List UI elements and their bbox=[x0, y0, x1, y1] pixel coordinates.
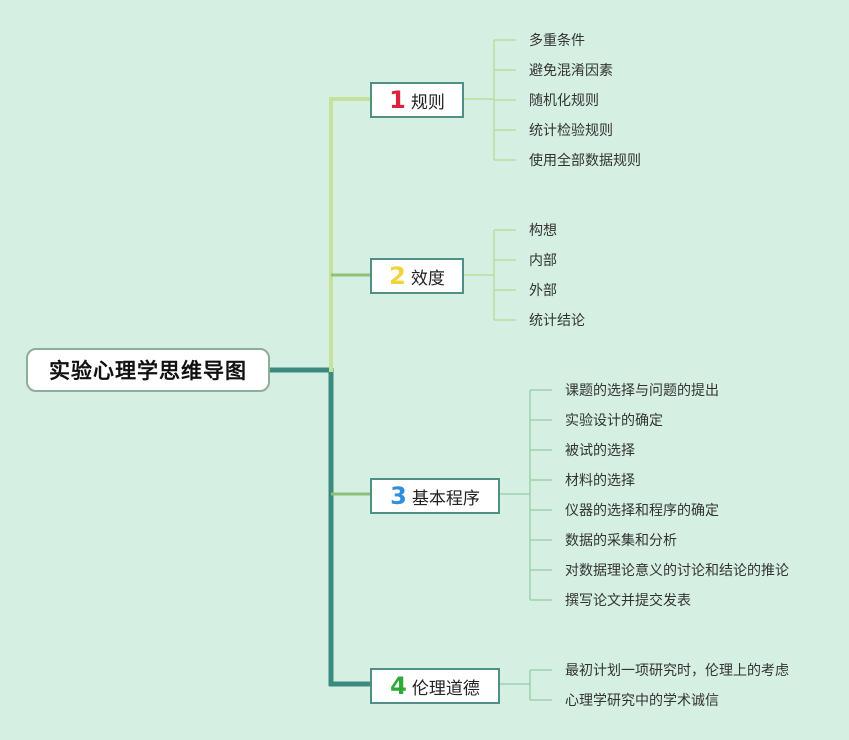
branch-number-2: 2 bbox=[389, 262, 406, 290]
root-node[interactable]: 实验心理学思维导图 bbox=[26, 348, 270, 392]
branch-number-3: 3 bbox=[390, 482, 407, 510]
branch-node-rules[interactable]: 1 规则 bbox=[370, 82, 464, 118]
leaf-node[interactable]: 被试的选择 bbox=[565, 443, 635, 459]
leaf-node[interactable]: 使用全部数据规则 bbox=[529, 153, 641, 169]
leaf-node[interactable]: 内部 bbox=[529, 253, 557, 269]
leaf-node[interactable]: 随机化规则 bbox=[529, 93, 599, 109]
branch-label: 规则 bbox=[410, 92, 445, 113]
leaf-node[interactable]: 构想 bbox=[529, 223, 557, 239]
leaf-node[interactable]: 避免混淆因素 bbox=[529, 63, 613, 79]
leaf-node[interactable]: 课题的选择与问题的提出 bbox=[565, 383, 719, 399]
leaf-node[interactable]: 撰写论文并提交发表 bbox=[565, 593, 691, 609]
leaf-node[interactable]: 数据的采集和分析 bbox=[565, 533, 677, 549]
branch-label: 基本程序 bbox=[411, 488, 480, 509]
leaf-node[interactable]: 对数据理论意义的讨论和结论的推论 bbox=[565, 563, 789, 579]
leaf-node[interactable]: 心理学研究中的学术诚信 bbox=[565, 693, 719, 709]
leaf-node[interactable]: 实验设计的确定 bbox=[565, 413, 663, 429]
leaf-node[interactable]: 仪器的选择和程序的确定 bbox=[565, 503, 719, 519]
branch-label: 效度 bbox=[410, 268, 445, 289]
branch-node-validity[interactable]: 2 效度 bbox=[370, 258, 464, 294]
branch-node-basic-procedure[interactable]: 3 基本程序 bbox=[370, 478, 500, 514]
branch-label: 伦理道德 bbox=[411, 678, 480, 699]
branch-node-ethics[interactable]: 4 伦理道德 bbox=[370, 668, 500, 704]
leaf-node[interactable]: 最初计划一项研究时，伦理上的考虑 bbox=[565, 663, 789, 679]
branch-number-1: 1 bbox=[389, 86, 406, 114]
leaf-node[interactable]: 外部 bbox=[529, 283, 557, 299]
leaf-node[interactable]: 多重条件 bbox=[529, 33, 585, 49]
branch-number-4: 4 bbox=[390, 672, 407, 700]
leaf-node[interactable]: 统计结论 bbox=[529, 313, 585, 329]
leaf-node[interactable]: 统计检验规则 bbox=[529, 123, 613, 139]
leaf-node[interactable]: 材料的选择 bbox=[565, 473, 635, 489]
